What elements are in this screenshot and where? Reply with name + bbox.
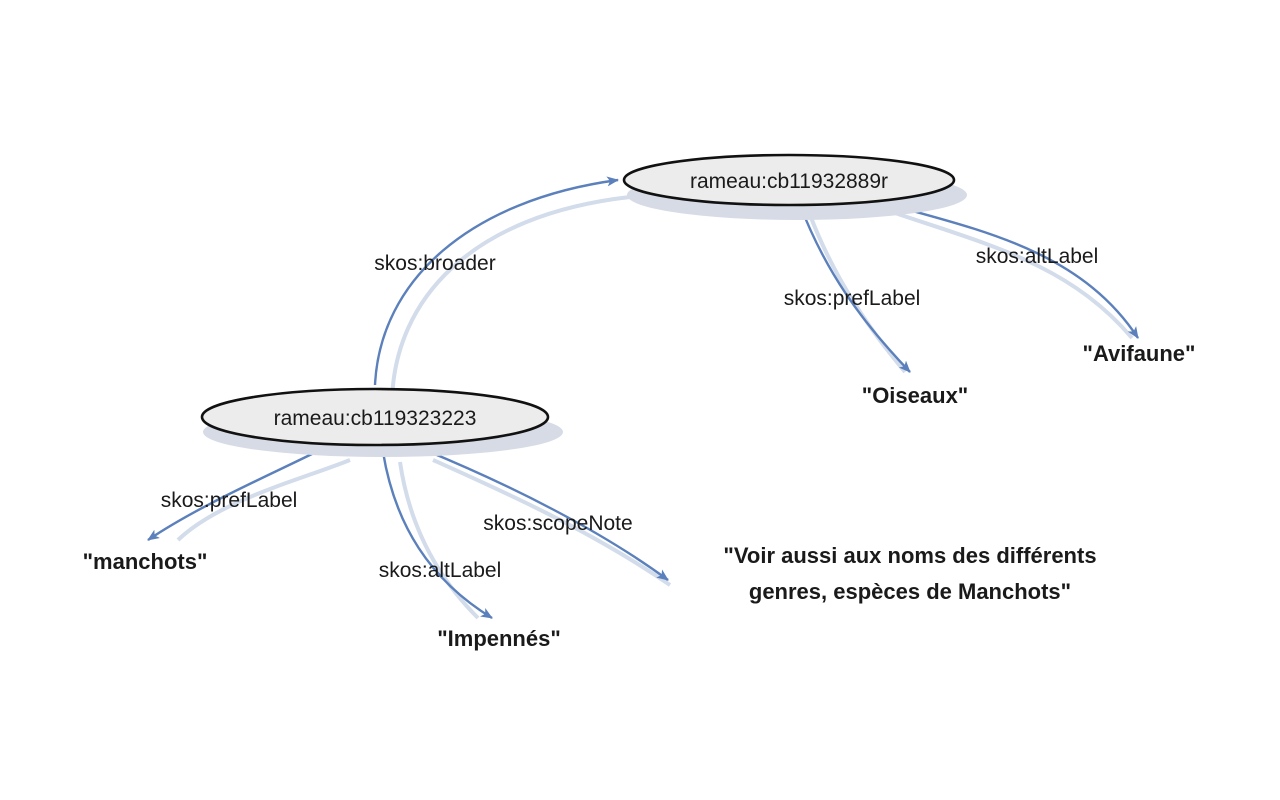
literal-manchots: "manchots" (83, 549, 208, 574)
edge-shadows (176, 195, 1134, 620)
edge-upper-altlabel (879, 200, 1140, 339)
node-label-narrower-concept: rameau:cb119323223 (274, 407, 477, 430)
literal-avifaune: "Avifaune" (1083, 341, 1196, 366)
edge-label-broader: skos:broader (374, 252, 495, 275)
edge-label-lower-scopenote: skos:scopeNote (483, 512, 632, 535)
edge-lower-scopenote (424, 448, 669, 581)
edge-lower-altlabel (381, 451, 493, 620)
node-narrower-concept: rameau:cb119323223 (200, 387, 563, 457)
literal-scope-note-line1: "Voir aussi aux noms des différents (723, 543, 1096, 568)
edge-label-upper-altlabel: skos:altLabel (976, 245, 1099, 268)
edge-label-upper-preflabel: skos:prefLabel (784, 287, 921, 310)
node-broader-concept: rameau:cb11932889r (622, 153, 967, 220)
edge-broader (373, 176, 619, 386)
edge-upper-preflabel (798, 204, 911, 373)
edge-label-lower-preflabel: skos:prefLabel (161, 489, 298, 512)
literal-impennes: "Impennés" (437, 626, 561, 651)
edge-lower-preflabel (147, 448, 321, 541)
edge-label-lower-altlabel: skos:altLabel (379, 559, 502, 582)
node-label-broader-concept: rameau:cb11932889r (690, 170, 888, 193)
literal-oiseaux: "Oiseaux" (862, 383, 968, 408)
literal-scope-note-line2: genres, espèces de Manchots" (749, 579, 1071, 604)
